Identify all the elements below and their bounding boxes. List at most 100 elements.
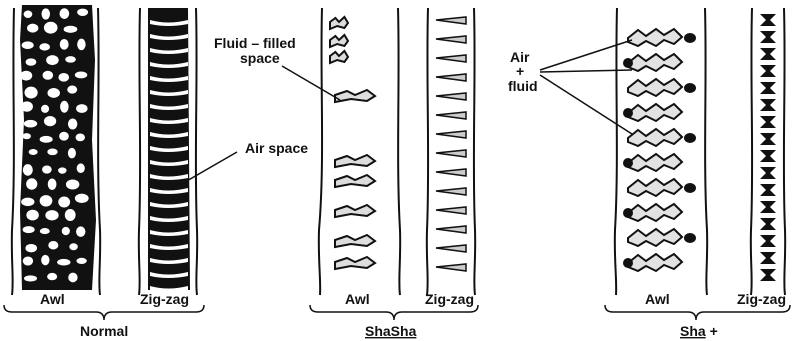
fluid-filled-cell (330, 17, 348, 29)
normal-group-label: Normal (80, 323, 128, 339)
air-hole (43, 71, 54, 80)
air-fluid-cell (628, 229, 682, 246)
air-hole (76, 258, 86, 264)
fluid-cell (436, 55, 466, 62)
air-hole (45, 210, 58, 220)
fluid-filled-label-line2: space (240, 50, 280, 66)
air-hole (65, 56, 76, 63)
zigzag-cell (760, 99, 776, 111)
air-bubble (623, 108, 633, 118)
shaplus-awl-air-fluid-cells (623, 29, 696, 271)
shasha-awl-hair (319, 8, 400, 295)
shaplus-awl-hair (615, 8, 707, 295)
fluid-cell (436, 17, 466, 24)
air-fluid-cell (628, 79, 682, 96)
shasha-zigzag-fluid-cells (436, 17, 466, 271)
air-hole (75, 194, 89, 203)
fluid-filled-cell (335, 257, 375, 269)
sha-plus-brace (605, 305, 790, 320)
air-hole (57, 259, 70, 266)
air-hole (77, 9, 88, 16)
air-hole (66, 179, 79, 189)
air-hole (69, 243, 78, 250)
air-hole (41, 105, 49, 113)
air-hole (68, 148, 76, 159)
fluid-filled-cell (335, 175, 375, 187)
air-fluid-label-line2: + (516, 63, 524, 79)
air-hole (47, 149, 57, 156)
zigzag-cell (760, 252, 776, 264)
air-bubble (684, 233, 696, 243)
air-hole (21, 198, 34, 206)
air-hole (76, 104, 88, 113)
air-fluid-cell (628, 154, 682, 171)
fluid-filled-cell (330, 35, 348, 47)
sha-plus-name-suffix: + (706, 323, 718, 339)
air-hole (25, 244, 37, 252)
air-bubble (684, 33, 696, 43)
air-hole (40, 136, 53, 143)
zigzag-cell (760, 14, 776, 26)
air-hole (27, 24, 38, 33)
air-hole (60, 8, 70, 19)
fluid-cell (436, 188, 466, 195)
normal-zigzag-hair (139, 8, 197, 295)
air-bubble (684, 83, 696, 93)
air-hole (58, 167, 66, 173)
group-shasha: Fluid – filled space Awl Zig-zag ShaSha (214, 8, 478, 339)
fluid-filled-cell (335, 235, 375, 247)
air-fluid-cell (628, 129, 682, 146)
air-hole (67, 86, 77, 94)
zigzag-cell (760, 82, 776, 94)
air-hole (76, 134, 85, 142)
air-fluid-cell (628, 54, 682, 71)
shaplus-awl-label: Awl (645, 291, 670, 307)
air-hole (44, 116, 56, 126)
air-fluid-cell (628, 179, 682, 196)
shasha-brace (310, 305, 478, 320)
air-hole (59, 132, 69, 141)
air-bubble (623, 258, 633, 268)
air-space-label: Air space (245, 140, 308, 156)
zigzag-cell (760, 116, 776, 128)
fluid-filled-cell (335, 155, 375, 167)
group-sha-plus: Air + fluid Awl Zig-zag Sha + (508, 8, 790, 339)
air-bubble (623, 58, 633, 68)
shaplus-zigzag-label: Zig-zag (737, 291, 786, 307)
air-hole (40, 228, 50, 234)
air-hole (24, 11, 33, 18)
fluid-cell (436, 169, 466, 176)
air-fluid-cell (628, 254, 682, 271)
shasha-zigzag-hair (427, 8, 475, 295)
air-fluid-cell (628, 29, 682, 46)
air-hole (68, 118, 77, 129)
air-hole (68, 273, 77, 283)
air-hole (42, 165, 52, 173)
fluid-cell (436, 36, 466, 43)
air-hole (60, 101, 69, 113)
zigzag-cell (760, 31, 776, 43)
air-fluid-label-line3: fluid (508, 78, 538, 94)
air-hole (47, 88, 59, 98)
air-hole (44, 22, 58, 34)
air-hole (23, 226, 35, 233)
air-fluid-pointer-3 (540, 75, 632, 134)
air-fluid-pointer-1 (540, 40, 632, 70)
normal-awl-label: Awl (40, 291, 65, 307)
fluid-cell (436, 226, 466, 233)
zigzag-cell (760, 133, 776, 145)
air-hole (46, 55, 59, 65)
zigzag-cell (760, 184, 776, 196)
zigzag-cell (760, 269, 776, 281)
fluid-cell (436, 150, 466, 157)
air-hole (76, 226, 85, 236)
air-hole (26, 210, 39, 221)
sha-plus-name-underlined: Sha (680, 323, 706, 339)
air-fluid-cell (628, 204, 682, 221)
air-hole (21, 101, 33, 111)
air-hole (47, 273, 57, 280)
air-hole (24, 120, 37, 128)
air-hole (58, 73, 69, 82)
